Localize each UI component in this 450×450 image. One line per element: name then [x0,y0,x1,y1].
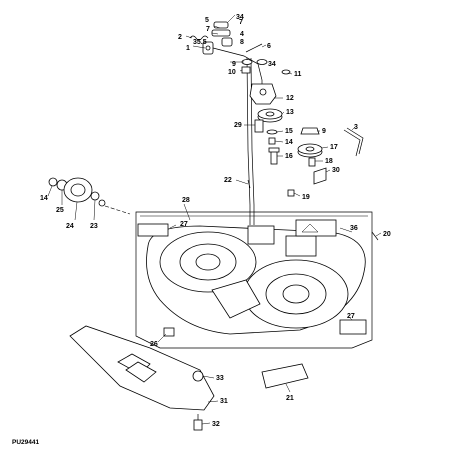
front-baffle [69,325,215,411]
callout-27b: 27 [347,313,355,320]
callout-8: 8 [240,39,244,46]
callout-24: 24 [66,223,74,230]
callout-7a: 7 [239,19,243,26]
callout-34b: 34 [268,61,276,68]
mounting-hardware [192,370,204,431]
callout-12: 12 [286,95,294,102]
callout-31: 31 [220,398,228,405]
callout-23: 23 [90,223,98,230]
callout-21: 21 [286,395,294,402]
callout-14a: 14 [285,139,293,146]
callout-36: 36 [350,225,358,232]
callout-15: 15 [285,128,293,135]
callout-25: 25 [56,207,64,214]
callout-11: 11 [294,71,302,78]
callout-labels: 1 2 3 4 5 6 7 7 8 9 9 10 11 12 13 14 14 … [40,14,391,428]
callout-35-5: 35.5 [193,39,207,46]
blade [261,363,309,389]
figure-part-number: PU29441 [12,439,39,446]
callout-27a: 27 [180,221,188,228]
callout-4: 4 [240,31,244,38]
callout-28: 28 [182,197,190,204]
callout-17: 17 [330,144,338,151]
callout-7b: 7 [206,26,210,33]
lift-linkage-assembly [189,21,364,225]
callout-34a: 34 [236,14,244,21]
callout-1: 1 [186,45,190,52]
leader-lines [47,14,382,425]
callout-2: 2 [178,34,182,41]
callout-33: 33 [216,375,224,382]
callout-29: 29 [234,122,242,129]
callout-32: 32 [212,421,220,428]
mower-deck [137,219,379,335]
callout-30: 30 [332,167,340,174]
callout-26: 26 [150,341,158,348]
callout-22: 22 [224,177,232,184]
callout-9b: 9 [322,128,326,135]
callout-20: 20 [383,231,391,238]
callout-3: 3 [354,124,358,131]
callout-16: 16 [285,153,293,160]
gauge-wheel-assembly [48,177,131,215]
callout-19: 19 [302,194,310,201]
callout-5: 5 [205,17,209,24]
callout-10: 10 [228,69,236,76]
callout-6: 6 [267,43,271,50]
callout-14b: 14 [40,195,48,202]
callout-13: 13 [286,109,294,116]
callout-9a: 9 [232,61,236,68]
callout-18: 18 [325,158,333,165]
